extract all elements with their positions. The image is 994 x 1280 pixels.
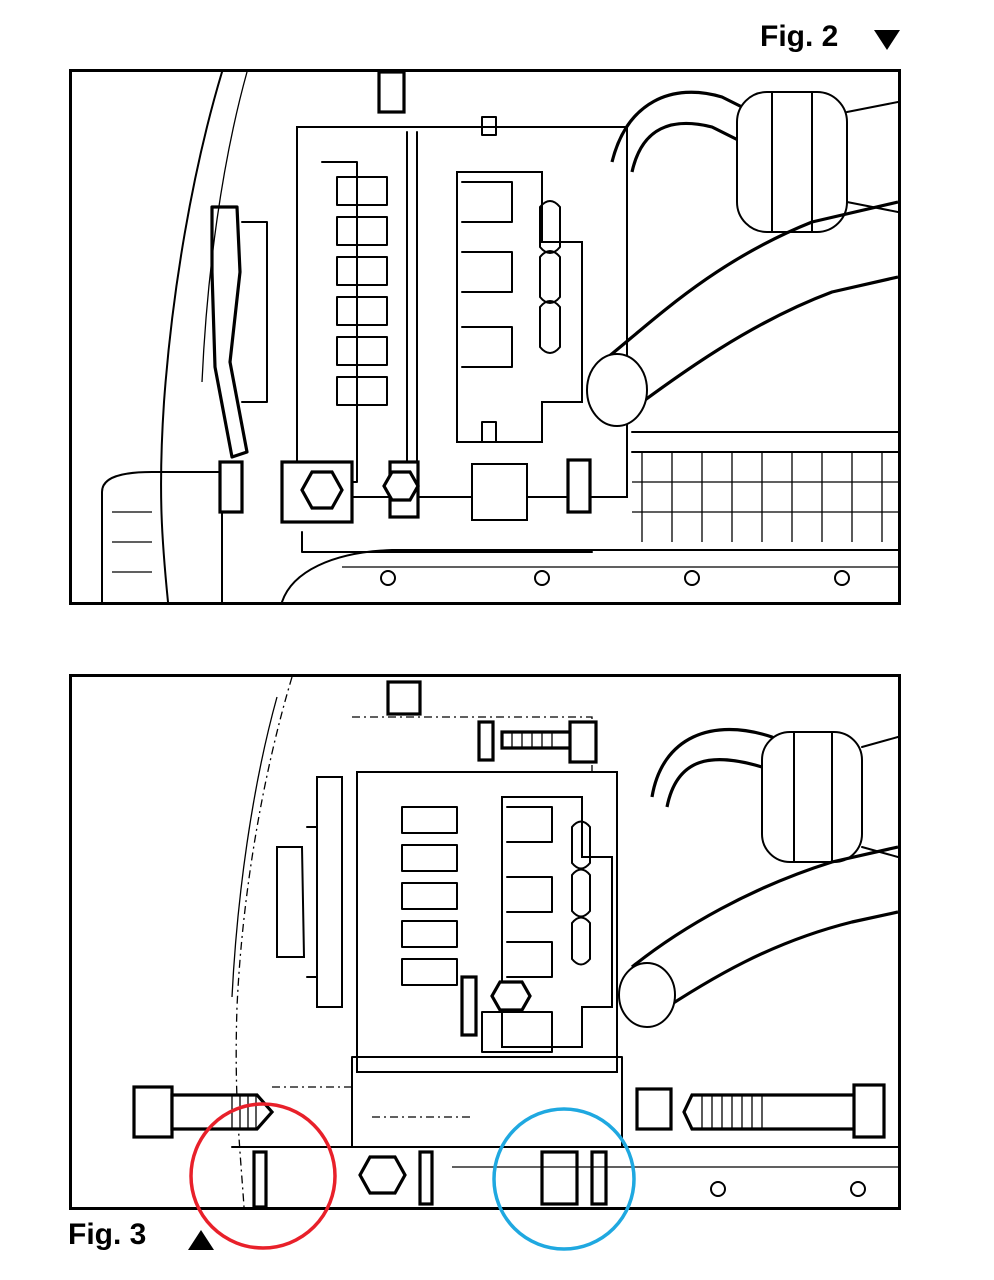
fig2-diagram-panel: [69, 69, 901, 605]
alternator-assembly-drawing: [101, 72, 898, 602]
fig2-label: Fig. 2: [760, 20, 839, 53]
up-triangle-icon: [188, 1230, 214, 1250]
down-triangle-icon: [874, 30, 900, 50]
fig3-diagram-panel: [69, 674, 901, 1210]
fig3-label: Fig. 3: [68, 1218, 147, 1251]
alternator-exploded-drawing: [132, 677, 898, 1207]
